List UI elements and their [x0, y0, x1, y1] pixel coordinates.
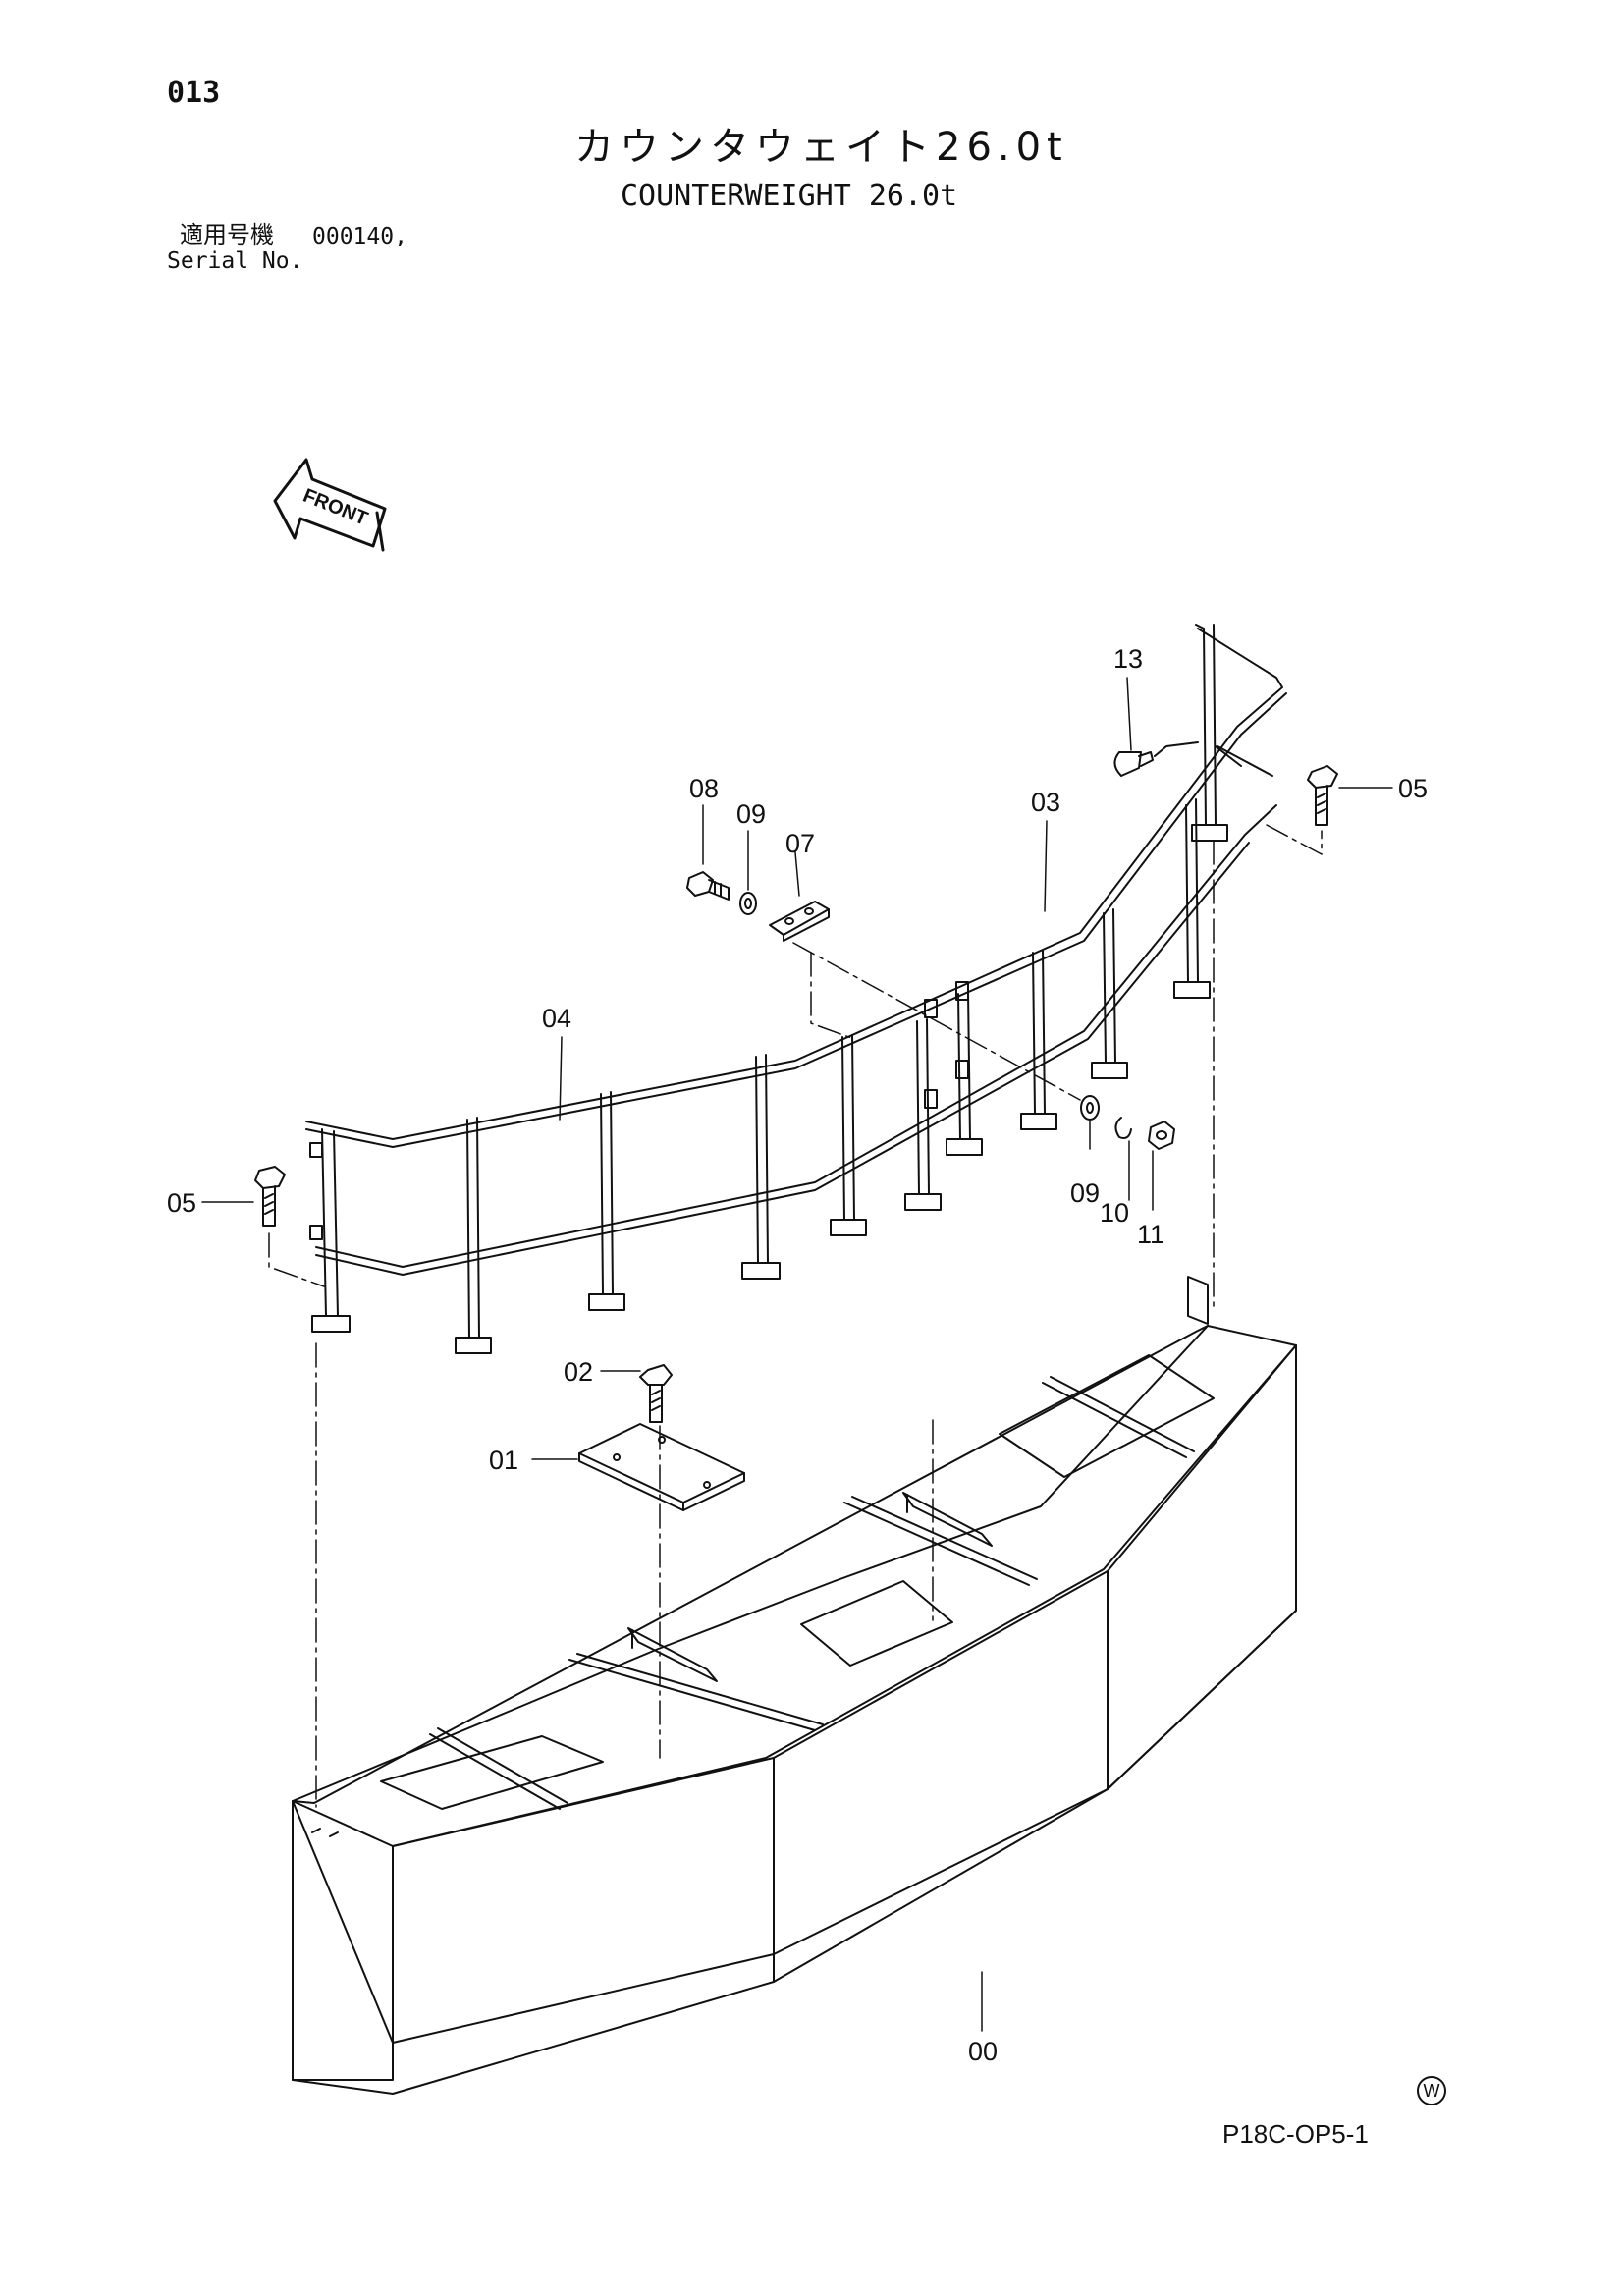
callout-07: 07 [785, 829, 815, 858]
callout-13: 13 [1113, 644, 1143, 674]
serial-label-japanese: 適用号機 [180, 221, 274, 248]
part-08-09-07-hardware [686, 871, 830, 942]
callout-03: 03 [1031, 788, 1060, 817]
part-01-plate [578, 1423, 745, 1511]
part-13-lamp [1113, 741, 1199, 777]
callout-05-left: 05 [167, 1188, 196, 1218]
callout-01: 01 [489, 1446, 518, 1475]
serial-number-value: 000140, [312, 224, 407, 249]
part-09-10-11-hardware [1080, 1095, 1175, 1150]
callout-11: 11 [1137, 1220, 1164, 1249]
callout-10: 10 [1100, 1198, 1129, 1228]
part-05-bolt-left [254, 1166, 286, 1227]
leader-lines [201, 677, 1393, 2032]
title-japanese: カウンタウェイト26.0t [574, 125, 1068, 170]
callout-00: 00 [968, 2037, 998, 2066]
callout-02: 02 [564, 1357, 593, 1387]
part-05-bolt-right [1307, 765, 1338, 826]
callout-04: 04 [542, 1004, 571, 1033]
serial-label-english: Serial No. [167, 248, 303, 274]
watermark-symbol: W [1417, 2076, 1446, 2105]
front-arrow-icon: FRONT [273, 458, 387, 552]
callout-09-upper: 09 [736, 799, 766, 829]
part-02-bolt [639, 1364, 673, 1423]
assembly-lines [268, 824, 1323, 1808]
counterweight-body [292, 1276, 1297, 2095]
callout-09-lower: 09 [1070, 1178, 1100, 1208]
page-number: 013 [167, 76, 221, 110]
hand-rail [305, 624, 1287, 1354]
title-english: COUNTERWEIGHT 26.0t [621, 179, 958, 213]
callout-08: 08 [689, 774, 719, 803]
drawing-reference-code: P18C-OP5-1 [1222, 2119, 1369, 2149]
callout-05-right: 05 [1398, 774, 1428, 803]
